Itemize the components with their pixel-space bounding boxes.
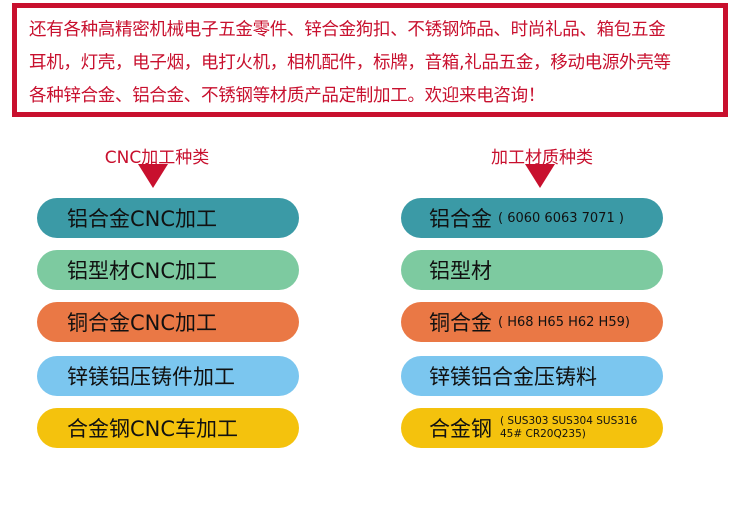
pill-detail: ( 6060 6063 7071 ) <box>498 210 624 226</box>
material-copper-alloy: 铜合金 ( H68 H65 H62 H59) <box>401 302 663 342</box>
intro-line-2: 耳机，灯壳，电子烟，电打火机，相机配件，标牌，音箱,礼品五金，移动电源外壳等 <box>29 53 671 73</box>
pill-detail: ( SUS303 SUS304 SUS316 45# CR20Q235) <box>500 415 638 440</box>
material-aluminum-profile: 铝型材 <box>401 250 663 290</box>
cnc-type-copper-alloy: 铜合金CNC加工 <box>37 302 299 342</box>
cnc-type-alloy-steel: 合金钢CNC车加工 <box>37 408 299 448</box>
pill-label: 铝合金CNC加工 <box>67 207 218 231</box>
material-alloy-steel: 合金钢 ( SUS303 SUS304 SUS316 45# CR20Q235) <box>401 408 663 448</box>
pill-label: 铝型材CNC加工 <box>67 259 218 283</box>
left-column-title: CNC加工种类 <box>104 148 210 168</box>
left-arrow-down-icon <box>138 164 168 188</box>
pill-label: 锌镁铝合金压铸料 <box>429 365 597 389</box>
pill-label: 铝型材 <box>429 259 492 283</box>
pill-label: 合金钢 <box>429 417 492 441</box>
material-aluminum-alloy: 铝合金 ( 6060 6063 7071 ) <box>401 198 663 238</box>
cnc-type-die-casting: 锌镁铝压铸件加工 <box>37 356 299 396</box>
pill-label: 合金钢CNC车加工 <box>67 417 239 441</box>
cnc-type-aluminum-alloy: 铝合金CNC加工 <box>37 198 299 238</box>
intro-line-3: 各种锌合金、铝合金、不锈钢等材质产品定制加工。欢迎来电咨询！ <box>29 86 545 106</box>
right-column-title: 加工材质种类 <box>491 148 593 168</box>
intro-line-1: 还有各种高精密机械电子五金零件、锌合金狗扣、不锈钢饰品、时尚礼品、箱包五金 <box>29 20 666 40</box>
pill-label: 铝合金 <box>429 207 492 231</box>
right-arrow-down-icon <box>525 164 555 188</box>
pill-label: 铜合金 <box>429 311 492 335</box>
pill-detail: ( H68 H65 H62 H59) <box>498 314 630 330</box>
material-die-casting-alloy: 锌镁铝合金压铸料 <box>401 356 663 396</box>
pill-label: 锌镁铝压铸件加工 <box>67 365 235 389</box>
intro-box: 还有各种高精密机械电子五金零件、锌合金狗扣、不锈钢饰品、时尚礼品、箱包五金 耳机… <box>12 3 728 117</box>
cnc-type-aluminum-profile: 铝型材CNC加工 <box>37 250 299 290</box>
pill-label: 铜合金CNC加工 <box>67 311 218 335</box>
